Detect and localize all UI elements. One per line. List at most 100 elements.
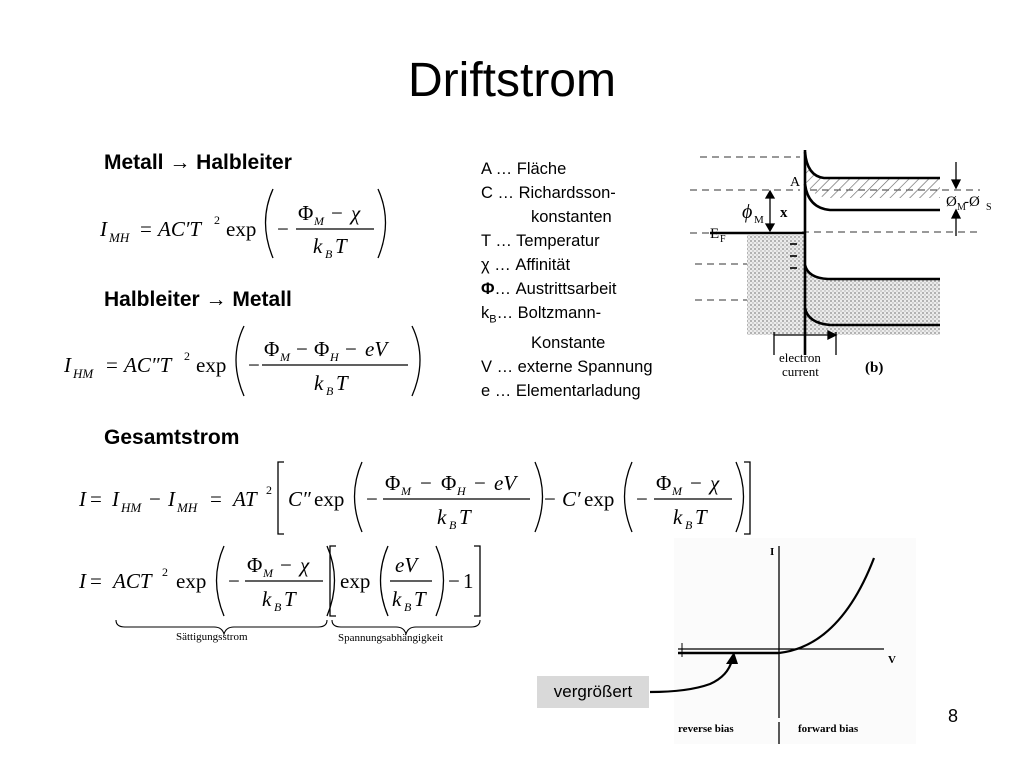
- svg-text:HM: HM: [72, 366, 94, 381]
- label-phi-diff: Ø: [946, 194, 957, 210]
- svg-text:Φ: Φ: [385, 471, 400, 495]
- svg-text:AC′T: AC′T: [156, 217, 202, 241]
- svg-text:T: T: [459, 505, 472, 529]
- legend-temperature: T … Temperatur: [481, 232, 600, 250]
- svg-text:B: B: [325, 247, 333, 261]
- svg-text:Φ: Φ: [264, 337, 279, 361]
- svg-text:−: −: [420, 471, 432, 495]
- heading-semiconductor-to-metal: Halbleiter → Metall: [104, 288, 292, 311]
- legend-area: A … Fläche: [481, 160, 567, 178]
- svg-text:M: M: [262, 566, 274, 580]
- svg-text:−: −: [448, 569, 460, 593]
- formula-i-mh: I MH = AC′T 2 exp − Φ M − χ k B T: [99, 188, 387, 261]
- svg-text:AT: AT: [231, 487, 258, 511]
- label-phi-sub: M: [754, 214, 764, 226]
- svg-text:k: k: [673, 505, 683, 529]
- svg-text:M: M: [671, 484, 683, 498]
- panel-label: (b): [865, 360, 883, 376]
- legend-boltzmann-text: … Boltzmann-: [496, 304, 602, 322]
- label-phi-diff-s: S: [986, 202, 992, 213]
- svg-text:I: I: [78, 487, 87, 511]
- svg-text:HM: HM: [120, 500, 142, 515]
- svg-text:=: =: [106, 353, 118, 377]
- svg-text:k: k: [314, 371, 324, 395]
- svg-text:−: −: [331, 201, 343, 225]
- svg-text:B: B: [274, 600, 282, 614]
- svg-text:M: M: [400, 484, 412, 498]
- svg-text:exp: exp: [226, 217, 256, 241]
- svg-text:AC″T: AC″T: [122, 353, 173, 377]
- svg-text:M: M: [313, 214, 325, 228]
- svg-text:exp: exp: [340, 569, 370, 593]
- svg-text:2: 2: [214, 213, 220, 227]
- label-chi: x: [780, 205, 788, 221]
- svg-text:H: H: [329, 350, 340, 364]
- heading-metal-to-semiconductor: Metall → Halbleiter: [104, 151, 292, 174]
- svg-text:k: k: [313, 234, 323, 258]
- svg-text:2: 2: [162, 565, 168, 579]
- svg-text:Φ: Φ: [656, 471, 671, 495]
- svg-text:2: 2: [266, 483, 272, 497]
- svg-text:T: T: [336, 371, 349, 395]
- svg-text:χ: χ: [349, 201, 361, 225]
- svg-text:−: −: [345, 337, 357, 361]
- svg-text:−: −: [544, 487, 556, 511]
- svg-text:Φ: Φ: [314, 337, 329, 361]
- svg-text:exp: exp: [584, 487, 614, 511]
- legend-work-function: Φ… Austrittsarbeit: [481, 277, 653, 301]
- svg-text:T: T: [695, 505, 708, 529]
- svg-text:ACT: ACT: [111, 569, 153, 593]
- phi-symbol: Φ: [481, 280, 495, 298]
- svg-text:−: −: [366, 487, 378, 511]
- formulas: I MH = AC′T 2 exp − Φ M − χ k B T I HM =…: [63, 188, 751, 636]
- svg-text:−: −: [474, 471, 486, 495]
- svg-text:Φ: Φ: [247, 553, 262, 577]
- svg-text:MH: MH: [176, 500, 198, 515]
- label-phi-diff-m: M: [957, 202, 966, 213]
- caption-electron: electron: [779, 350, 821, 365]
- svg-text:1: 1: [463, 569, 474, 593]
- svg-text:χ: χ: [708, 471, 720, 495]
- svg-text:−: −: [277, 217, 289, 241]
- svg-text:−: −: [296, 337, 308, 361]
- label-phi: ϕ: [742, 201, 752, 223]
- caption-current: current: [782, 364, 819, 379]
- svg-text:exp: exp: [176, 569, 206, 593]
- label-a: A: [790, 175, 801, 190]
- svg-text:I: I: [63, 353, 72, 377]
- svg-text:B: B: [326, 384, 334, 398]
- legend-voltage: V … externe Spannung: [481, 358, 653, 377]
- iv-curve: [778, 557, 876, 655]
- svg-text:k: k: [262, 587, 272, 611]
- heading-total-current: Gesamtstrom: [104, 426, 240, 449]
- svg-text:I: I: [111, 487, 120, 511]
- svg-text:H: H: [456, 484, 467, 498]
- page-number: 8: [948, 706, 959, 726]
- reverse-bias-label: reverse bias: [678, 723, 734, 735]
- kb-subscript: B: [489, 313, 497, 326]
- formula-simplified-current: I = ACT 2 exp − Φ M − χ k B T exp eV k B…: [78, 545, 481, 617]
- svg-text:=: =: [210, 487, 222, 511]
- svg-text:B: B: [449, 518, 457, 532]
- svg-text:−: −: [248, 353, 260, 377]
- svg-text:−: −: [690, 471, 702, 495]
- svg-text:exp: exp: [314, 487, 344, 511]
- legend-boltzmann-cont: Konstante: [531, 334, 606, 353]
- svg-text:=: =: [140, 217, 152, 241]
- label-ef-sub: F: [720, 234, 726, 245]
- svg-text:eV: eV: [395, 553, 419, 577]
- svg-text:C′: C′: [562, 487, 581, 511]
- slide-title: Driftstrom: [408, 54, 616, 107]
- svg-text:B: B: [685, 518, 693, 532]
- kb-symbol: k: [481, 304, 490, 322]
- svg-text:T: T: [284, 587, 297, 611]
- callout-enlarged: vergrößert: [537, 676, 649, 708]
- formula-i-hm: I HM = AC″T 2 exp − Φ M − Φ H − eV k B T: [63, 325, 421, 398]
- y-axis-label: I: [770, 546, 774, 558]
- svg-text:Φ: Φ: [298, 201, 313, 225]
- label-phi-diff-rest: -Ø: [964, 194, 980, 210]
- svg-text:−: −: [636, 487, 648, 511]
- svg-text:I: I: [99, 217, 108, 241]
- x-axis-label: V: [888, 654, 896, 666]
- svg-text:k: k: [392, 587, 402, 611]
